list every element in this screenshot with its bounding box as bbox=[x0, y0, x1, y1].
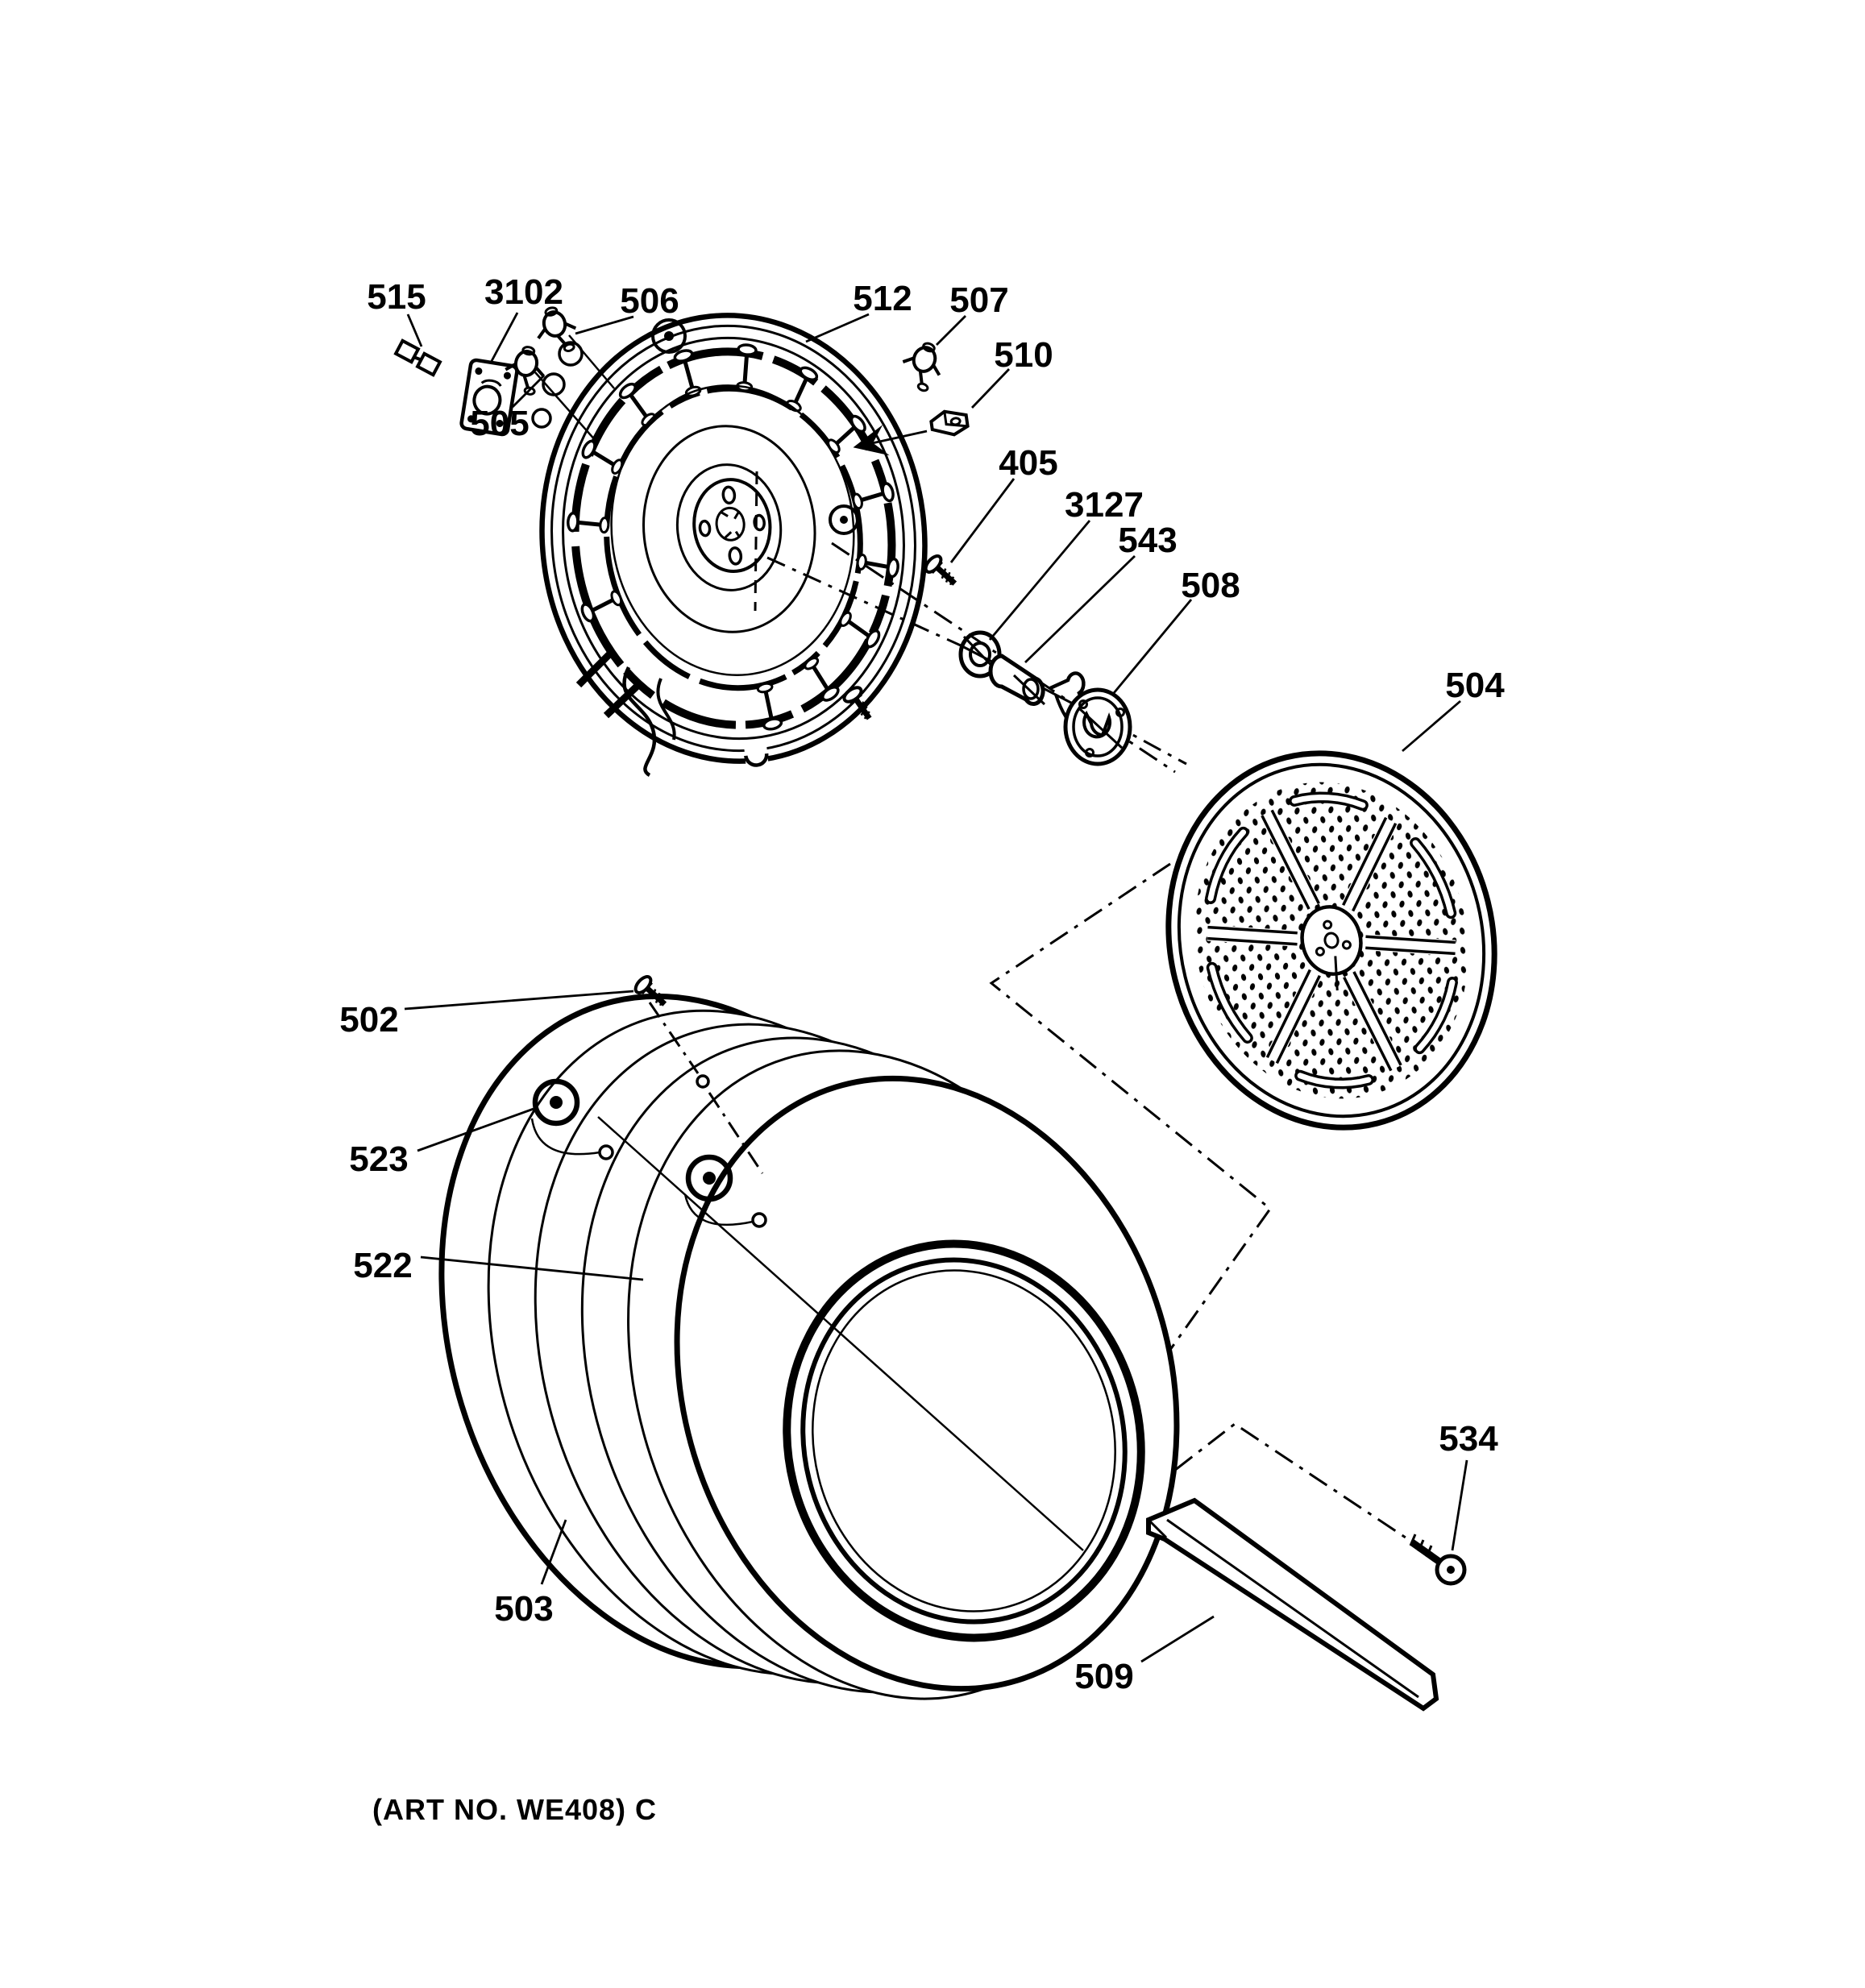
part-label-405: 405 bbox=[999, 443, 1057, 483]
part-labels: 515 3102 506 505 512 507 510 405 3127 54… bbox=[339, 272, 1505, 1696]
element-lead-wires bbox=[575, 651, 676, 777]
part-label-508: 508 bbox=[1181, 566, 1240, 605]
leader-506 bbox=[575, 315, 634, 335]
leader-lines bbox=[404, 312, 1468, 1663]
leader-504 bbox=[1402, 699, 1461, 753]
part-label-523: 523 bbox=[349, 1139, 408, 1179]
leader-522 bbox=[420, 1255, 644, 1281]
grommet-523-a bbox=[530, 1078, 614, 1160]
rear-bulkhead-assembly bbox=[531, 313, 928, 777]
drum-assembly bbox=[438, 931, 1180, 1700]
part-label-522: 522 bbox=[353, 1246, 412, 1285]
screw-502-axis bbox=[648, 1002, 764, 1174]
heating-element-band bbox=[571, 347, 896, 729]
drum-baffle-504 bbox=[1165, 750, 1497, 1131]
part-label-3127: 3127 bbox=[1065, 485, 1144, 525]
part-label-502: 502 bbox=[339, 1000, 398, 1040]
part-label-515: 515 bbox=[367, 277, 426, 317]
baffle-spokes bbox=[1207, 809, 1456, 1072]
axis-dash-line bbox=[766, 556, 962, 647]
part-label-510: 510 bbox=[994, 335, 1053, 375]
leader-3102 bbox=[490, 312, 519, 362]
grommet-523-b bbox=[683, 1154, 767, 1228]
part-label-507: 507 bbox=[949, 280, 1008, 320]
bulkhead-screw-icon bbox=[841, 685, 877, 724]
part-label-503: 503 bbox=[494, 1589, 553, 1629]
drum-opening-ring bbox=[783, 1239, 1145, 1642]
leader-510 bbox=[970, 368, 1011, 409]
terminal-block-3102 bbox=[459, 358, 519, 437]
drum-crease-line bbox=[597, 1116, 1084, 1551]
baffle-hub bbox=[1300, 905, 1363, 991]
leader-508 bbox=[1112, 599, 1193, 694]
leader-405 bbox=[949, 478, 1016, 563]
leader-3127 bbox=[988, 520, 1091, 641]
leader-543 bbox=[1024, 554, 1136, 664]
leader-512 bbox=[805, 313, 870, 343]
small-parts bbox=[393, 301, 1132, 766]
bearing-hub-508 bbox=[1049, 671, 1132, 766]
insulator-507-icon bbox=[894, 335, 950, 396]
hidden-hub-line bbox=[754, 471, 758, 612]
band-eyelets bbox=[531, 318, 859, 535]
clip-515 bbox=[393, 338, 442, 377]
screw-534 bbox=[1409, 1534, 1467, 1586]
leader-502 bbox=[404, 990, 634, 1011]
bulkhead-hub bbox=[692, 478, 772, 573]
part-label-534: 534 bbox=[1439, 1419, 1498, 1459]
bearing-sleeve-543 bbox=[988, 654, 1046, 706]
leader-515 bbox=[406, 313, 423, 347]
glide-509 bbox=[1146, 1497, 1439, 1712]
leader-523 bbox=[417, 1107, 534, 1152]
leader-507 bbox=[936, 315, 966, 346]
part-label-504: 504 bbox=[1445, 666, 1505, 705]
part-label-509: 509 bbox=[1074, 1657, 1133, 1696]
clip-510-arrow bbox=[853, 425, 928, 456]
baffle-rim-slots bbox=[1205, 791, 1458, 1089]
part-label-506: 506 bbox=[620, 281, 679, 321]
part-label-512: 512 bbox=[853, 279, 912, 318]
art-no-text: (ART NO. WE408) C bbox=[372, 1793, 657, 1826]
part-label-543: 543 bbox=[1118, 521, 1177, 560]
leader-503 bbox=[540, 1519, 567, 1585]
screw-405-icon bbox=[923, 554, 962, 591]
part-label-3102: 3102 bbox=[484, 272, 563, 312]
clip-510 bbox=[929, 409, 970, 437]
part-label-505: 505 bbox=[470, 404, 529, 443]
leader-505 bbox=[512, 375, 545, 408]
rim-notch bbox=[744, 744, 769, 767]
leader-509 bbox=[1140, 1615, 1215, 1663]
leader-534 bbox=[1451, 1459, 1468, 1551]
